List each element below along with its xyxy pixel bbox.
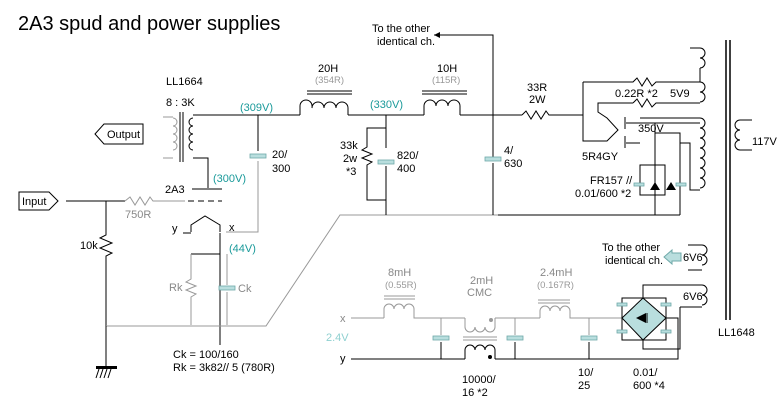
svg-text:2.4mH: 2.4mH <box>540 267 572 279</box>
svg-text:(0.55R): (0.55R) <box>385 280 417 291</box>
voltage-330: (330V) <box>370 99 403 111</box>
output-transformer-symbol <box>163 112 194 162</box>
voltage-6v6-b: 6V6 <box>683 291 703 303</box>
svg-text:To the other: To the other <box>602 242 660 254</box>
svg-text:400: 400 <box>397 163 415 175</box>
ck-label: Ck <box>238 283 252 295</box>
svg-text:10/: 10/ <box>578 367 594 379</box>
grid-leak-label: 10k <box>80 240 98 252</box>
svg-text:x: x <box>229 222 235 234</box>
svg-text:630: 630 <box>504 158 522 170</box>
voltage-6v6-a: 6V6 <box>683 252 703 264</box>
filament-cap-10-25 <box>580 335 598 341</box>
capacitor-820-400 <box>377 159 395 165</box>
voltage-44: (44V) <box>229 243 256 255</box>
input-connector[interactable]: Input <box>18 191 59 211</box>
svg-text:CMC: CMC <box>467 287 492 299</box>
svg-text:4/: 4/ <box>504 145 514 157</box>
capacitor-ck <box>218 285 236 291</box>
capacitor-20-300 <box>249 153 267 159</box>
voltage-117: 117V <box>752 136 778 148</box>
power-transformer-label: LL1648 <box>718 327 755 339</box>
svg-text:(0.167R): (0.167R) <box>537 280 574 291</box>
svg-text:x: x <box>340 313 346 325</box>
svg-text:identical ch.: identical ch. <box>377 36 435 48</box>
ground-icon <box>96 366 117 369</box>
svg-text:Input: Input <box>22 196 46 208</box>
bridge-rectifier <box>616 297 672 341</box>
arrow-icon <box>434 32 440 38</box>
voltage-5v9: 5V9 <box>670 88 690 100</box>
svg-text:33R: 33R <box>527 82 547 94</box>
page-title: 2A3 spud and power supplies <box>18 13 280 35</box>
voltage-350: 350V <box>638 123 664 135</box>
output-transformer-label: LL1664 <box>166 76 203 88</box>
capacitor-4-630 <box>484 156 502 162</box>
svg-text:10H: 10H <box>437 63 457 75</box>
svg-text:10000/: 10000/ <box>462 374 497 386</box>
svg-text:820/: 820/ <box>397 150 419 162</box>
svg-text:y: y <box>340 353 346 365</box>
voltage-2v4: 2.4V <box>326 332 349 344</box>
voltage-300: (300V) <box>213 173 246 185</box>
common-mode-choke <box>463 318 497 359</box>
svg-text:2mH: 2mH <box>470 275 493 287</box>
rk-value-note: Rk = 3k82// 5 (780R) <box>173 362 275 374</box>
svg-text:0.22R *2: 0.22R *2 <box>615 88 658 100</box>
svg-text:300: 300 <box>272 163 290 175</box>
svg-text:(115R): (115R) <box>432 75 460 86</box>
rectifier-tube-label: 5R4GY <box>582 151 619 163</box>
choke-10h <box>422 90 467 115</box>
filament-cap-1 <box>432 335 450 341</box>
svg-text:33k: 33k <box>340 140 358 152</box>
filament-cap-2 <box>506 335 524 341</box>
output-transformer-ratio: 8 : 3K <box>166 97 195 109</box>
power-transformer-symbol <box>660 40 752 320</box>
svg-text:Output: Output <box>107 129 140 141</box>
svg-text:20/: 20/ <box>272 149 288 161</box>
rk-label: Rk <box>169 282 183 294</box>
svg-text:identical ch.: identical ch. <box>605 255 663 267</box>
svg-text:*3: *3 <box>346 166 356 178</box>
svg-text:0.01/: 0.01/ <box>633 367 658 379</box>
output-connector[interactable]: Output <box>94 123 144 145</box>
svg-text:8mH: 8mH <box>388 267 411 279</box>
svg-text:2W: 2W <box>529 94 546 106</box>
ck-value-note: Ck = 100/160 <box>173 349 239 361</box>
svg-text:To the other: To the other <box>372 23 430 35</box>
svg-text:2w: 2w <box>343 153 357 165</box>
svg-text:y: y <box>172 223 178 235</box>
svg-text:(354R): (354R) <box>315 75 344 86</box>
svg-text:FR157 //: FR157 // <box>590 175 633 187</box>
svg-text:0.01/600 *2: 0.01/600 *2 <box>575 188 631 200</box>
tube-label: 2A3 <box>165 184 185 196</box>
grid-stopper-label: 750R <box>125 209 151 221</box>
svg-text:20H: 20H <box>318 63 338 75</box>
choke-20h <box>299 90 352 115</box>
svg-text:600 *4: 600 *4 <box>633 380 665 392</box>
diodes <box>633 164 687 196</box>
voltage-309: (309V) <box>240 102 273 114</box>
svg-text:25: 25 <box>578 380 590 392</box>
arrow-left-icon <box>663 248 682 266</box>
svg-text:16 *2: 16 *2 <box>462 387 488 399</box>
